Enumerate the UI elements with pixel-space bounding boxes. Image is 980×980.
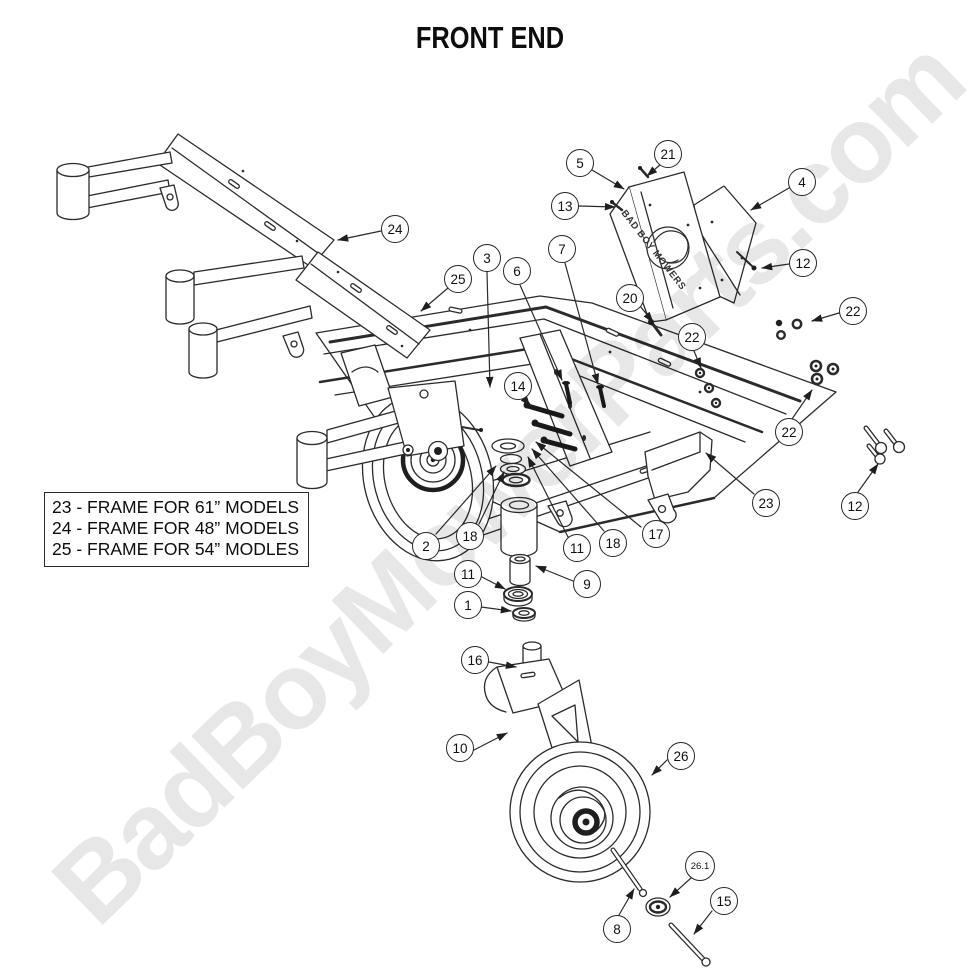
balloon-15: 15	[710, 887, 738, 915]
balloon-25: 25	[444, 265, 472, 293]
balloon-22-mid: 22	[775, 418, 803, 446]
mount-bolts-drawing	[523, 381, 606, 452]
legend-line-frame-48: 24 - FRAME FOR 48” MODELS	[52, 518, 299, 538]
legend-line-frame-54: 25 - FRAME FOR 54” MODLES	[52, 539, 299, 559]
balloon-2: 2	[412, 532, 440, 560]
spindle-hardware-drawing	[491, 438, 538, 622]
balloon-11-lower: 11	[454, 560, 482, 588]
balloon-23: 23	[752, 489, 780, 517]
balloon-18-right: 18	[599, 529, 627, 557]
balloon-26-1: 26.1	[685, 851, 715, 881]
frame-23-arm-drawing	[296, 344, 483, 490]
balloon-22-top: 22	[839, 297, 867, 325]
balloon-11-mid: 11	[563, 534, 591, 562]
frame-25-drawing	[165, 251, 431, 379]
frame-24-drawing	[56, 133, 335, 268]
balloon-12-upper: 12	[789, 249, 817, 277]
balloon-6: 6	[503, 257, 531, 285]
page-title: FRONT END	[415, 20, 565, 55]
balloon-10: 10	[446, 734, 474, 762]
balloon-20: 20	[616, 284, 644, 312]
legend-line-frame-61: 23 - FRAME FOR 61” MODELS	[52, 497, 299, 517]
balloon-3: 3	[473, 244, 501, 272]
fastener-clusters-drawing	[694, 318, 906, 465]
balloon-12-lower: 12	[841, 492, 869, 520]
balloon-7: 7	[548, 235, 576, 263]
balloon-14: 14	[504, 372, 532, 400]
front-plate-logo-drawing: BAD BOY MOWERS	[609, 166, 721, 337]
balloon-21: 21	[654, 140, 682, 168]
balloon-17: 17	[642, 520, 670, 548]
balloon-16: 16	[461, 646, 489, 674]
balloon-9: 9	[573, 570, 601, 598]
balloon-8: 8	[603, 915, 631, 943]
bottom-caster-drawing	[483, 641, 711, 967]
balloon-4: 4	[788, 168, 816, 196]
balloon-1: 1	[454, 591, 482, 619]
balloon-5: 5	[566, 149, 594, 177]
balloon-24: 24	[381, 215, 409, 243]
balloon-22-left: 22	[678, 323, 706, 351]
balloon-18-left: 18	[456, 522, 484, 550]
legend-box: 23 - FRAME FOR 61” MODELS 24 - FRAME FOR…	[44, 492, 309, 567]
balloon-26: 26	[667, 742, 695, 770]
balloon-13: 13	[551, 192, 579, 220]
